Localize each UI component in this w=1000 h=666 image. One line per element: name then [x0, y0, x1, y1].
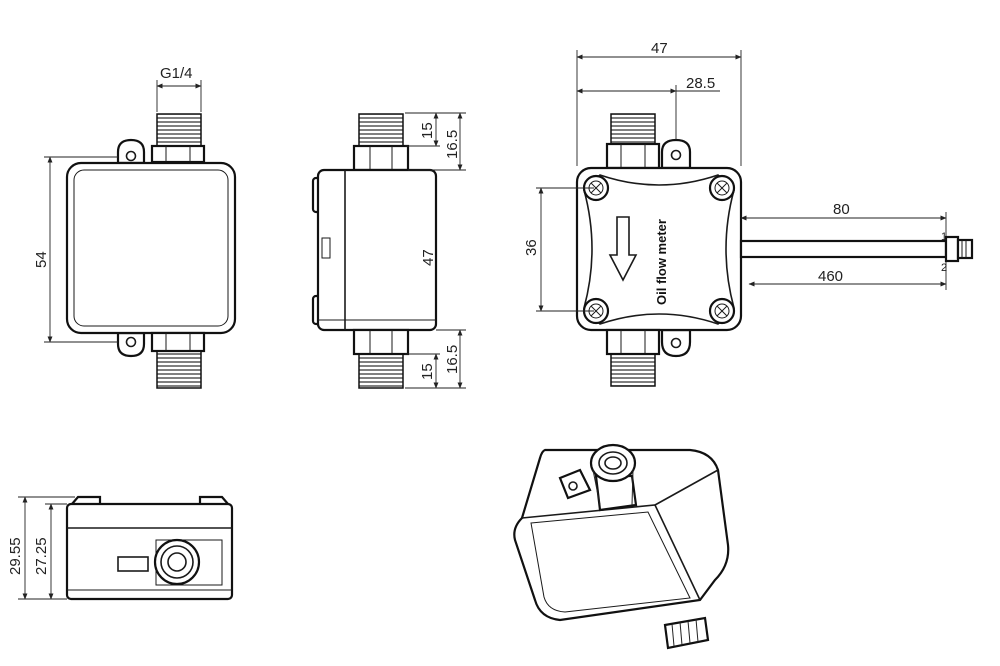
side-top-dim-a: 15 — [419, 122, 436, 139]
iso-bottom-fitting — [663, 616, 710, 650]
side-bottom-dim-a: 15 — [419, 363, 436, 380]
front-body — [65, 161, 237, 335]
iso-top-fitting — [589, 443, 637, 483]
top-thread-fitting — [156, 113, 202, 147]
side-top-dim-b: 16.5 — [444, 130, 461, 159]
top-offset-label: 28.5 — [686, 75, 715, 92]
mount-hole-icon — [125, 336, 137, 348]
iso-mount-tab — [558, 468, 592, 500]
probe-cable — [739, 239, 948, 259]
side-body — [316, 168, 438, 332]
product-label: Oil flow meter — [654, 219, 669, 305]
isometric-view — [513, 443, 730, 650]
top-view-top-thread — [610, 113, 656, 145]
top-view: Oil flow meter 1 2 47 28.5 36 80 — [523, 40, 974, 387]
top-width-label: 47 — [651, 40, 668, 57]
side-top-nut — [352, 144, 410, 172]
front-height-label: 54 — [33, 251, 50, 268]
bottom-height-a-label: 29.55 — [7, 537, 24, 575]
mount-tab-bottom — [116, 331, 146, 358]
mount-hole-icon — [670, 149, 682, 161]
probe-length-label: 80 — [833, 201, 850, 218]
bolt-spacing-label: 36 — [523, 239, 540, 256]
top-nut — [150, 144, 206, 164]
screw-icon — [708, 174, 736, 202]
probe-connector — [956, 238, 974, 260]
bottom-height-b-label: 27.25 — [33, 537, 50, 575]
thread-size-label: G1/4 — [160, 65, 193, 82]
side-height-label: 47 — [420, 249, 437, 266]
screw-icon — [582, 297, 610, 325]
label-slot — [117, 556, 149, 572]
side-bottom-nut — [352, 328, 410, 356]
flow-direction-arrow-icon — [608, 216, 638, 282]
front-view: G1/4 54 — [33, 65, 237, 389]
side-bottom-thread — [358, 353, 404, 389]
probe-mark-1: 1 — [941, 231, 947, 243]
bottom-thread-fitting — [156, 350, 202, 389]
probe-length-2-label: 460 — [818, 268, 843, 285]
bottom-nut — [150, 331, 206, 353]
side-top-thread — [358, 113, 404, 147]
screw-icon — [708, 297, 736, 325]
mount-hole-icon — [670, 337, 682, 349]
mount-hole-icon — [125, 150, 137, 162]
side-bottom-dim-b: 16.5 — [444, 345, 461, 374]
probe-mark-2: 2 — [941, 262, 947, 274]
side-view: 15 16.5 47 15 16.5 — [311, 112, 466, 389]
bottom-view: 29.55 27.25 — [7, 495, 234, 601]
